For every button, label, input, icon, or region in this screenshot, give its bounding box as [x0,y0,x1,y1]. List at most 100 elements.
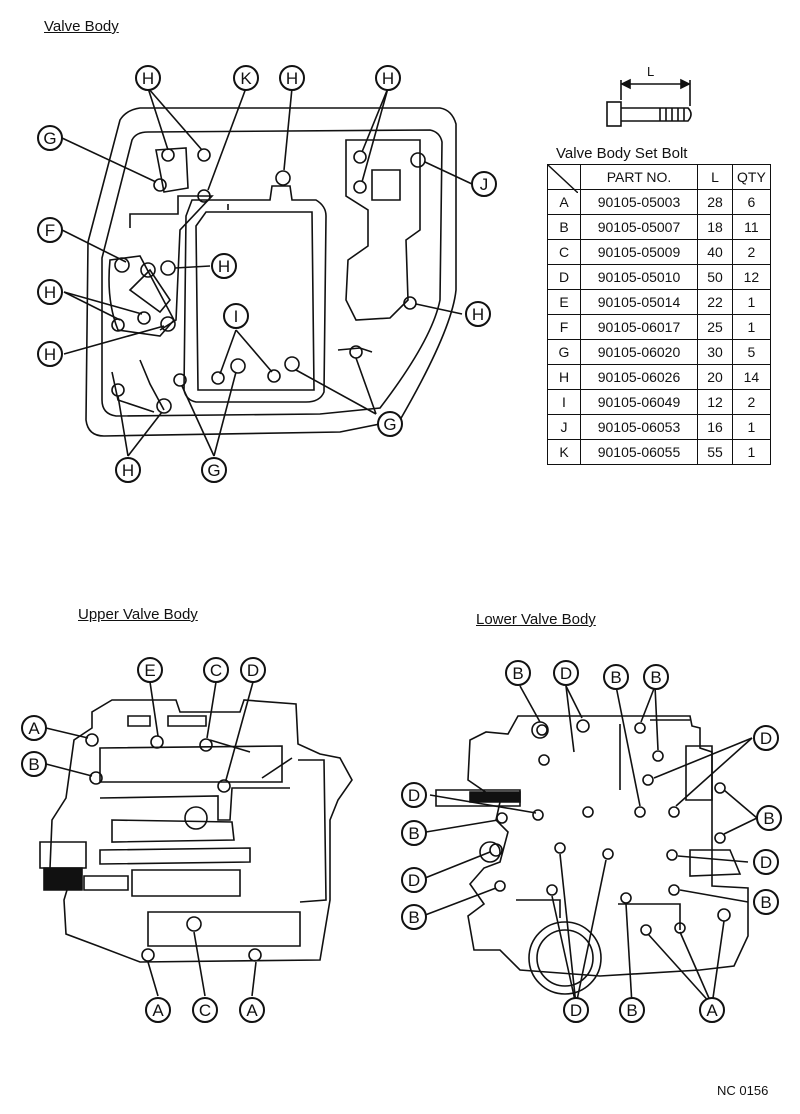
bolt-length: 16 [697,414,733,440]
table-header: PART NO. [580,164,698,190]
bolt-code: E [547,289,581,315]
callout-circle [699,997,725,1023]
callout-letter: E [144,661,155,680]
callout-letter: A [706,1001,718,1020]
callout-letter: D [760,853,772,872]
callout-circle [233,65,259,91]
part-number: 90105-06017 [580,314,698,340]
callout-circle [145,997,171,1023]
callout-circle [563,997,589,1023]
part-number: 90105-06026 [580,364,698,390]
callout-circle [377,411,403,437]
part-number: 90105-06053 [580,414,698,440]
bolt-code: A [547,189,581,215]
upper-valve-body-title: Upper Valve Body [78,606,198,623]
bolt-length: 40 [697,239,733,265]
callout-letter: I [234,307,239,326]
lower-valve-body-drawing [435,715,749,995]
callout-circle [203,657,229,683]
callout-letter: B [28,755,39,774]
callout-circle [465,301,491,327]
callout-circle [603,664,629,690]
bolt-qty: 1 [732,439,771,465]
valve-body-leaders [61,87,473,457]
bolt-length: 28 [697,189,733,215]
callout-circle [401,867,427,893]
bolt-qty: 6 [732,189,771,215]
part-number: 90105-05003 [580,189,698,215]
table-caption: Valve Body Set Bolt [556,145,688,162]
callout-circle [505,660,531,686]
bolt-code: H [547,364,581,390]
bolt-length: 22 [697,289,733,315]
callout-letter: D [247,661,259,680]
callout-letter: B [763,809,774,828]
callout-letter: B [626,1001,637,1020]
bolt-length: 55 [697,439,733,465]
callout-letter: F [45,221,55,240]
lower-valve-body-bolts [489,719,731,936]
callout-circle [135,65,161,91]
callout-letter: B [760,893,771,912]
callout-circle [401,782,427,808]
upper-valve-body-leaders [45,681,257,997]
callout-circle [401,820,427,846]
callout-circle [37,125,63,151]
bolt-code: D [547,264,581,290]
callout-circle [239,997,265,1023]
callout-circle [37,279,63,305]
table-header: L [697,164,733,190]
callout-circle [21,751,47,777]
part-number: 90105-05009 [580,239,698,265]
callout-letter: H [44,345,56,364]
callout-circle [553,660,579,686]
upper-valve-body-bolts [85,733,262,962]
callout-circle [37,217,63,243]
bolt-length: 18 [697,214,733,240]
table-header-row: PART NO. L QTY [547,164,771,193]
upper-valve-body-drawing [39,699,353,963]
callout-letter: K [240,69,252,88]
part-number: 90105-05007 [580,214,698,240]
callout-letter: G [383,415,396,434]
callout-letter: B [610,668,621,687]
figure-number: NC 0156 [717,1083,769,1098]
callout-letter: A [28,719,40,738]
valve-body-bolts [111,148,426,414]
part-number: 90105-05014 [580,289,698,315]
lower-valve-body-title: Lower Valve Body [476,611,596,628]
table-header-corner [547,164,581,193]
table-header: QTY [732,164,771,190]
callout-letter: B [408,908,419,927]
callout-letter: D [408,871,420,890]
callout-letter: H [142,69,154,88]
bolt-qty: 2 [732,389,771,415]
bolt-code: C [547,239,581,265]
bolt-code: G [547,339,581,365]
callout-circle [401,904,427,930]
part-number: 90105-05010 [580,264,698,290]
part-number: 90105-06055 [580,439,698,465]
bolt-qty: 1 [732,289,771,315]
bolt-qty: 12 [732,264,771,290]
callout-letter: C [210,661,222,680]
bolt-code: B [547,214,581,240]
callout-circle [201,457,227,483]
callout-letter: H [218,257,230,276]
callout-letter: A [246,1001,258,1020]
bolt-qty: 11 [732,214,771,240]
callout-letter: H [286,69,298,88]
bolt-qty: 2 [732,239,771,265]
callout-circle [37,341,63,367]
callout-circle [756,805,782,831]
bolt-length: 20 [697,364,733,390]
